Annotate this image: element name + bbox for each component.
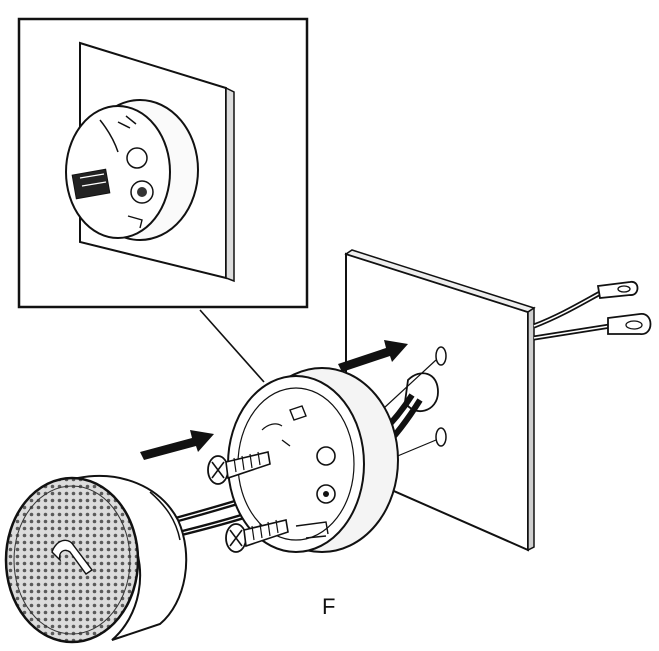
grille-logo <box>51 539 94 575</box>
inset-screw-center <box>137 187 147 197</box>
direction-arrow-lower <box>140 430 214 460</box>
speaker-grille-unit <box>4 474 188 644</box>
leader-line <box>199 309 265 383</box>
mounting-screw-top <box>207 451 271 485</box>
inset-view <box>17 17 309 309</box>
mounting-screw-bottom <box>225 519 289 553</box>
inset-wall-edge <box>225 86 235 283</box>
figure-label: F <box>322 594 336 619</box>
inset-base-front <box>65 105 171 239</box>
spade-terminal-bottom <box>607 313 652 335</box>
inset-hole-top <box>126 147 148 169</box>
inset-hole-bottom <box>130 180 154 204</box>
mounting-base <box>227 367 399 553</box>
direction-arrow-upper <box>338 340 408 372</box>
base-hole-top <box>316 446 336 466</box>
